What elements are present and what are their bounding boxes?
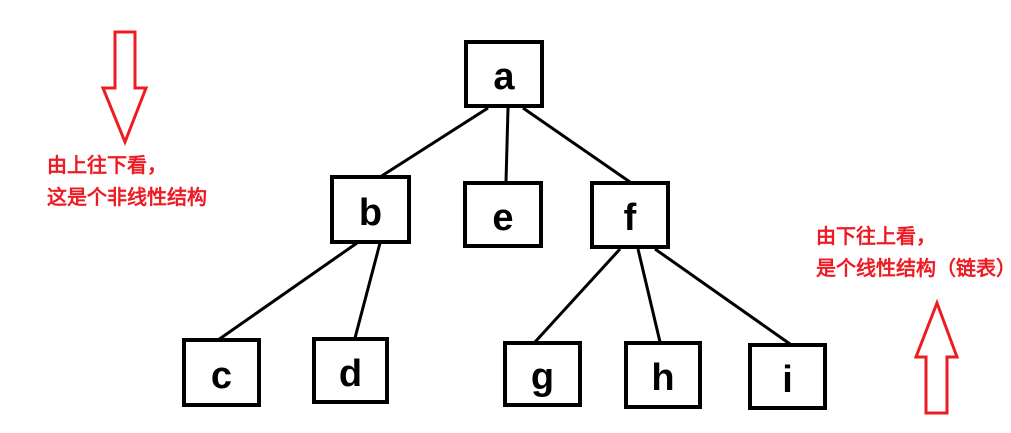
- right-annotation-line2: 是个线性结构（链表）: [816, 258, 1011, 280]
- left-annotation: 由上往下看， 这是个非线性结构: [47, 150, 207, 214]
- right-annotation-line1: 由下往上看，: [816, 226, 936, 248]
- node-label-i: i: [782, 358, 793, 401]
- node-label-a: a: [493, 56, 515, 98]
- node-label-f: f: [623, 197, 637, 239]
- edge-f-g: [533, 247, 622, 344]
- tree-node-f: f: [590, 181, 670, 249]
- up-arrow-icon: [913, 298, 960, 415]
- edge-a-f: [522, 106, 631, 184]
- right-annotation: 由下往上看， 是个线性结构（链表）: [816, 221, 1011, 285]
- node-label-h: h: [651, 357, 675, 399]
- tree-node-h: h: [624, 341, 702, 409]
- edge-b-c: [217, 241, 358, 342]
- node-label-d: d: [338, 352, 363, 395]
- node-label-c: c: [210, 354, 233, 397]
- left-annotation-line1: 由上往下看，: [47, 155, 167, 177]
- tree-node-i: i: [748, 343, 827, 410]
- edge-f-h: [636, 248, 662, 343]
- node-label-g: g: [530, 356, 555, 398]
- tree-node-a: a: [464, 40, 544, 108]
- tree-node-g: g: [503, 341, 582, 407]
- edge-a-b: [379, 106, 489, 179]
- node-label-e: e: [492, 196, 514, 239]
- left-annotation-line2: 这是个非线性结构: [47, 187, 207, 209]
- tree-node-e: e: [463, 181, 543, 248]
- down-arrow-icon: [100, 30, 149, 147]
- node-label-b: b: [358, 191, 383, 234]
- edge-f-i: [654, 247, 791, 346]
- tree-node-d: d: [312, 337, 389, 404]
- edge-b-d: [353, 242, 382, 339]
- edge-a-e: [504, 107, 510, 183]
- tree-node-b: b: [330, 175, 411, 244]
- tree-node-c: c: [182, 338, 261, 407]
